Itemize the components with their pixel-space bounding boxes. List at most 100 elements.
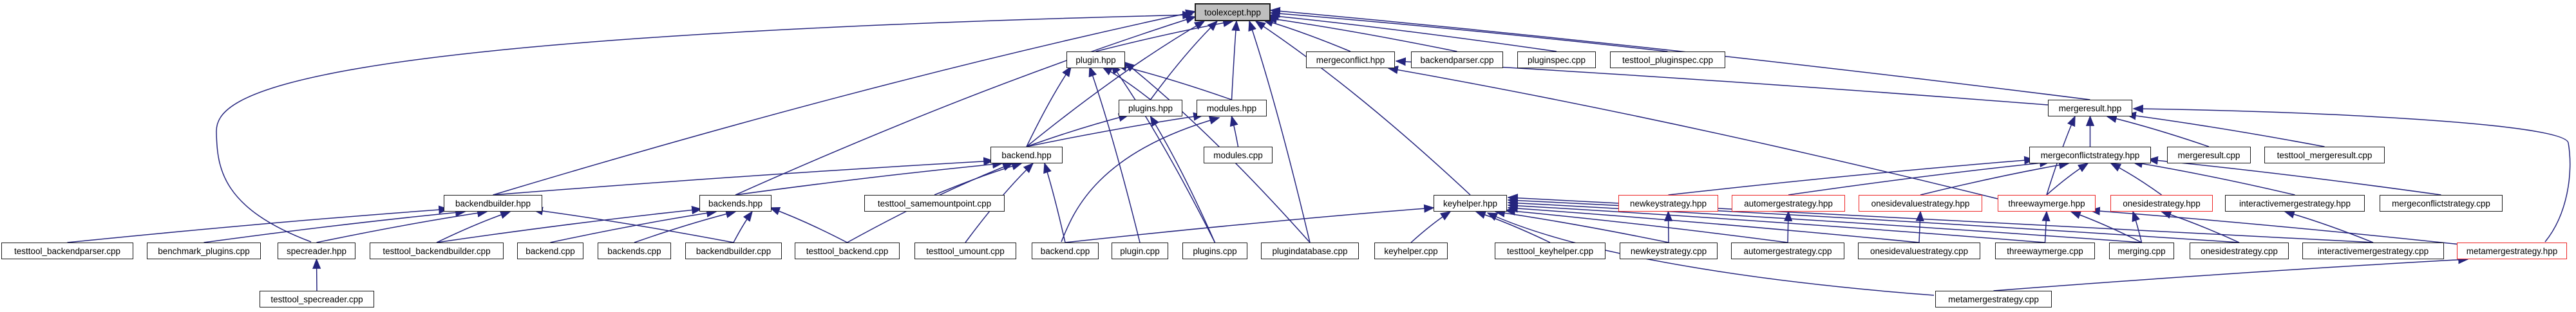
edge-metamergestrategy_cpp-to-metamergestrategy_hpp (1993, 255, 2469, 291)
graph-node-metamergestrategy_hpp[interactable]: metamergestrategy.hpp (2457, 243, 2567, 259)
edge-backendbuilder_hpp-to-backend_hpp (493, 157, 994, 196)
edge-threewaymerge_cpp-to-keyhelper_hpp (1507, 201, 2045, 243)
graph-node-onesidestrategy_cpp[interactable]: onesidestrategy.cpp (2190, 243, 2289, 259)
graph-node-mergeconflict_hpp[interactable]: mergeconflict.hpp (1306, 51, 1395, 68)
graph-node-backend_cpp_1[interactable]: backend.cpp (517, 243, 583, 259)
edge-modules_cpp-to-modules_hpp (1229, 115, 1239, 147)
graph-node-testtool_samemountpoint_cpp[interactable]: testtool_samemountpoint.cpp (864, 195, 1005, 212)
graph-node-backendparser_cpp[interactable]: backendparser.cpp (1411, 51, 1503, 68)
edge-metamergestrategy_hpp-to-threewaymerge_hpp (2089, 206, 2461, 245)
edge-keyhelper_cpp-to-keyhelper_hpp (1410, 211, 1452, 243)
edge-automergestrategy_hpp-to-mergeconflictstrategy_hpp (1788, 158, 2050, 196)
edge-mergeresult_cpp-to-mergeresult_hpp (2106, 115, 2210, 147)
edge-merging_cpp-to-threewaymerge_hpp (2070, 210, 2142, 243)
edge-testtool_backend_cpp-to-backends_hpp (769, 206, 848, 243)
edge-onesidestrategy_cpp-to-keyhelper_hpp (1507, 196, 2240, 243)
graph-node-mergeresult_hpp[interactable]: mergeresult.hpp (2048, 100, 2132, 116)
edge-plugindatabase_cpp-to-toolexcept_hpp (1248, 20, 1311, 243)
edge-keyhelper_hpp-to-toolexcept_hpp (1255, 21, 1471, 196)
edge-testtool_backendbuilder_cpp-to-backendbuilder_hpp (436, 210, 511, 243)
edge-backend_hpp-to-plugin_hpp (1026, 66, 1072, 147)
edge-onesidevaluestrategy_cpp-to-onesidevaluestrategy_hpp (1915, 210, 1924, 243)
edge-metamergestrategy_hpp-to-mergeresult_hpp (2132, 104, 2571, 243)
graph-node-newkeystrategy_hpp[interactable]: newkeystrategy.hpp (1618, 195, 1718, 212)
edge-backend_hpp-to-modules_hpp (1026, 112, 1204, 147)
graph-node-plugindatabase_cpp[interactable]: plugindatabase.cpp (1261, 243, 1359, 259)
graph-node-testtool_backendparser_cpp[interactable]: testtool_backendparser.cpp (1, 243, 133, 259)
edge-testtool_pluginspec_cpp-to-toolexcept_hpp (1269, 9, 1668, 52)
graph-node-plugin_hpp[interactable]: plugin.hpp (1066, 51, 1125, 68)
edge-backendbuilder_cpp-to-backendbuilder_hpp (532, 206, 734, 243)
graph-node-keyhelper_cpp[interactable]: keyhelper.cpp (1374, 243, 1448, 259)
graph-node-testtool_keyhelper_cpp[interactable]: testtool_keyhelper.cpp (1495, 243, 1605, 259)
graph-node-backends_hpp[interactable]: backends.hpp (699, 195, 772, 212)
edge-backends_hpp-to-toolexcept_hpp (735, 15, 1197, 196)
edge-threewaymerge_cpp-to-threewaymerge_hpp (2041, 210, 2050, 243)
graph-node-modules_cpp[interactable]: modules.cpp (1204, 147, 1273, 163)
edge-backendbuilder_hpp-to-toolexcept_hpp (493, 9, 1197, 196)
graph-node-testtool_backend_cpp[interactable]: testtool_backend.cpp (795, 243, 900, 259)
graph-node-specreader_hpp[interactable]: specreader.hpp (278, 243, 355, 259)
graph-node-testtool_backendbuilder_cpp[interactable]: testtool_backendbuilder.cpp (370, 243, 504, 259)
edge-threewaymerge_hpp-to-mergeconflict_hpp (1387, 66, 1998, 199)
graph-node-threewaymerge_hpp[interactable]: threewaymerge.hpp (1998, 195, 2096, 212)
edge-merging_cpp-to-onesidestrategy_hpp (2132, 210, 2143, 243)
graph-node-benchmark_plugins_cpp[interactable]: benchmark_plugins.cpp (147, 243, 261, 259)
graph-node-testtool_mergeresult_cpp[interactable]: testtool_mergeresult.cpp (2264, 147, 2385, 163)
edge-backendbuilder_cpp-to-backends_hpp (733, 210, 753, 243)
edge-plugins_cpp-to-plugins_hpp (1150, 115, 1216, 243)
graph-node-testtool_umount_cpp[interactable]: testtool_umount.cpp (914, 243, 1016, 259)
graph-node-onesidevaluestrategy_hpp[interactable]: onesidevaluestrategy.hpp (1859, 195, 1982, 212)
graph-node-mergeconflictstrategy_cpp[interactable]: mergeconflictstrategy.cpp (2380, 195, 2503, 212)
graph-node-merging_cpp[interactable]: merging.cpp (2109, 243, 2174, 259)
graph-node-mergeresult_cpp[interactable]: mergeresult.cpp (2167, 147, 2251, 163)
graph-node-plugins_hpp[interactable]: plugins.hpp (1119, 100, 1182, 116)
graph-node-newkeystrategy_cpp[interactable]: newkeystrategy.cpp (1620, 243, 1718, 259)
graph-node-backendbuilder_hpp[interactable]: backendbuilder.hpp (444, 195, 542, 212)
edge-backend_cpp_2-to-modules_hpp (1061, 116, 1220, 243)
edge-specreader_hpp-to-toolexcept_hpp (216, 10, 1193, 243)
edge-plugindatabase_cpp-to-plugin_hpp (1124, 61, 1311, 243)
graph-node-backend_cpp_2[interactable]: backend.cpp (1032, 243, 1099, 259)
graph-node-pluginspec_cpp[interactable]: pluginspec.cpp (1517, 51, 1596, 68)
edge-mergeconflictstrategy_cpp-to-mergeconflictstrategy_hpp (2147, 156, 2441, 196)
graph-node-toolexcept_hpp: toolexcept.hpp (1195, 3, 1271, 21)
edge-testtool_mergeresult_cpp-to-mergeresult_hpp (2125, 111, 2325, 147)
graph-node-backends_cpp[interactable]: backends.cpp (598, 243, 671, 259)
edge-specreader_hpp-to-backendbuilder_hpp (316, 208, 488, 243)
edge-backend_hpp-to-plugins_hpp (1026, 113, 1130, 147)
graph-node-testtool_specreader_cpp[interactable]: testtool_specreader.cpp (260, 291, 374, 307)
edge-backendparser_cpp-to-toolexcept_hpp (1266, 15, 1457, 52)
edge-plugins_hpp-to-plugin_hpp (1101, 66, 1151, 100)
edge-plugins_cpp-to-plugin_hpp (1111, 63, 1216, 243)
graph-node-testtool_pluginspec_cpp[interactable]: testtool_pluginspec.cpp (1610, 51, 1725, 68)
edge-interactivemergestrategy_hpp-to-mergeconflictstrategy_hpp (2132, 159, 2295, 196)
graph-node-onesidevaluestrategy_cpp[interactable]: onesidevaluestrategy.cpp (1858, 243, 1980, 259)
graph-node-automergestrategy_cpp[interactable]: automergestrategy.cpp (1731, 243, 1844, 259)
graph-node-keyhelper_hpp[interactable]: keyhelper.hpp (1434, 195, 1507, 212)
graph-node-interactivemergestrategy_cpp[interactable]: interactivemergestrategy.cpp (2302, 243, 2444, 259)
edge-automergestrategy_cpp-to-keyhelper_hpp (1504, 206, 1788, 243)
edge-backend_cpp_2-to-keyhelper_hpp (1065, 204, 1435, 243)
graph-node-interactivemergestrategy_hpp[interactable]: interactivemergestrategy.hpp (2225, 195, 2365, 212)
graph-node-mergeconflictstrategy_hpp[interactable]: mergeconflictstrategy.hpp (2029, 147, 2151, 163)
edge-merging_cpp-to-keyhelper_hpp (1507, 199, 2142, 243)
graph-node-plugins_cpp[interactable]: plugins.cpp (1182, 243, 1247, 259)
graph-node-metamergestrategy_cpp[interactable]: metamergestrategy.cpp (1935, 291, 2052, 307)
graph-node-onesidestrategy_hpp[interactable]: onesidestrategy.hpp (2110, 195, 2213, 212)
edge-testtool_samemountpoint_cpp-to-backend_hpp (934, 161, 1023, 196)
edge-backend_cpp_2-to-backend_hpp (1043, 162, 1066, 243)
graph-node-automergestrategy_hpp[interactable]: automergestrategy.hpp (1732, 195, 1845, 212)
graph-node-threewaymerge_cpp[interactable]: threewaymerge.cpp (1995, 243, 2095, 259)
edge-backend_hpp-to-toolexcept_hpp (1026, 21, 1206, 147)
graph-node-plugin_cpp[interactable]: plugin.cpp (1112, 243, 1168, 259)
graph-node-backend_hpp[interactable]: backend.hpp (990, 147, 1063, 163)
edge-benchmark_plugins_cpp-to-backendbuilder_hpp (204, 208, 466, 243)
edge-testtool_keyhelper_cpp-to-keyhelper_hpp (1475, 210, 1551, 243)
edge-backend_cpp_1-to-backends_hpp (550, 208, 717, 243)
graph-node-backendbuilder_cpp[interactable]: backendbuilder.cpp (685, 243, 782, 259)
graph-node-modules_hpp[interactable]: modules.hpp (1197, 100, 1267, 116)
edge-backends_cpp-to-backends_hpp (634, 210, 737, 243)
